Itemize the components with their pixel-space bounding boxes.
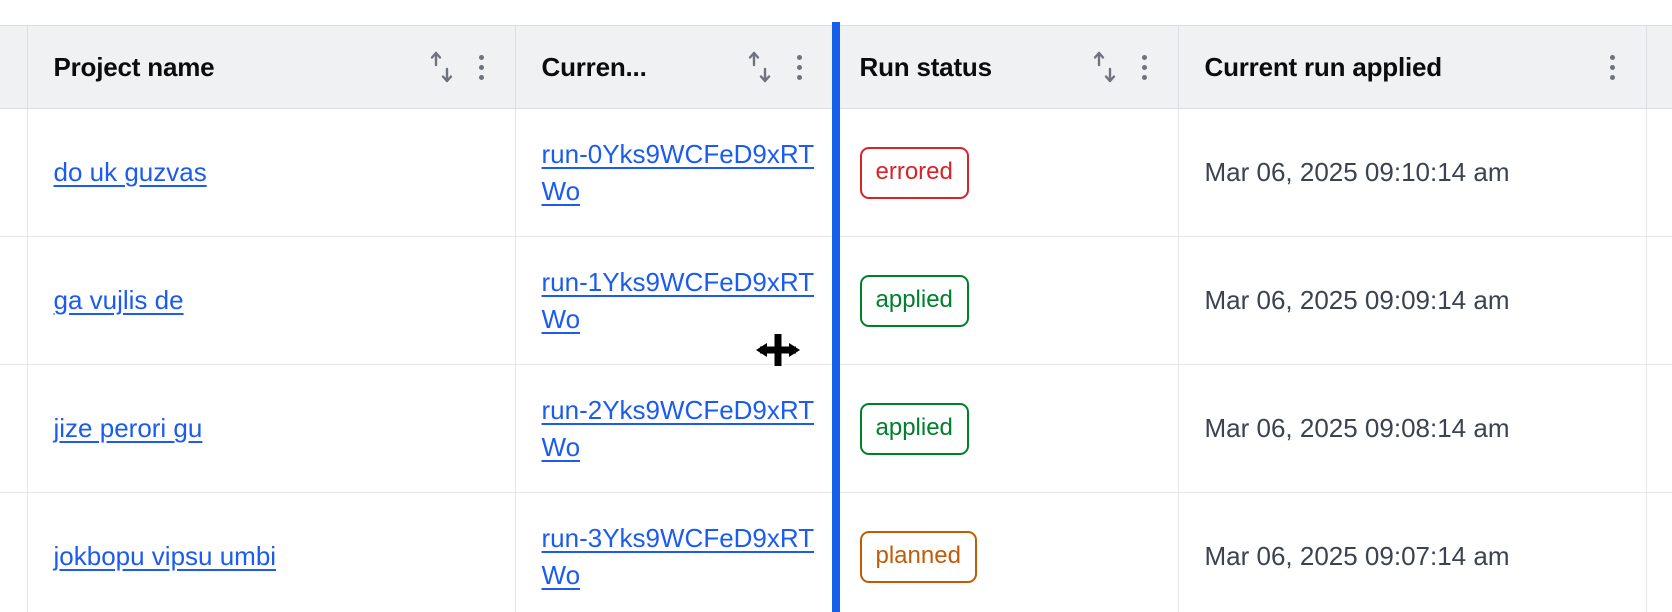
column-header-content: Current run applied xyxy=(1205,49,1646,85)
table-header-row: Project name Curren... Run status Current r… xyxy=(0,25,1672,109)
column-resize-indicator[interactable] xyxy=(832,22,840,612)
cell-project: jize perori gu xyxy=(27,364,516,493)
table-row[interactable]: do uk guzvas run-0Yks9WCFeD9xRTWo errored M… xyxy=(0,108,1672,237)
cell-project: jokbopu vipsu umbi xyxy=(27,492,516,612)
applied-timestamp: Mar 06, 2025 09:08:14 am xyxy=(1204,413,1510,443)
column-header-content: Project name xyxy=(54,49,515,85)
cell-run: run-2Yks9WCFeD9xRTWo xyxy=(515,364,834,493)
sort-icon[interactable] xyxy=(1090,49,1120,85)
row-gutter xyxy=(0,492,28,612)
cell-status: errored xyxy=(833,108,1179,237)
status-badge: applied xyxy=(859,274,969,327)
cell-run: run-0Yks9WCFeD9xRTWo xyxy=(515,108,834,237)
column-header-run: Curren... xyxy=(515,25,834,109)
cell-run: run-1Yks9WCFeD9xRTWo xyxy=(515,236,834,365)
status-badge: applied xyxy=(859,402,969,455)
cell-applied: Mar 06, 2025 09:09:14 am xyxy=(1178,236,1647,365)
column-header-project: Project name xyxy=(27,25,516,109)
run-id-link[interactable]: run-0Yks9WCFeD9xRTWo xyxy=(541,138,815,206)
column-header-content: Curren... xyxy=(542,49,833,85)
table-row[interactable]: jize perori gu run-2Yks9WCFeD9xRTWo applie… xyxy=(0,364,1672,493)
column-header-next: V xyxy=(1646,25,1672,109)
project-name-link[interactable]: do uk guzvas xyxy=(53,157,207,188)
cell-run: run-3Yks9WCFeD9xRTWo xyxy=(515,492,834,612)
projects-table: Project name Curren... Run status Current r… xyxy=(0,25,1672,612)
cell-project: ga vujlis de xyxy=(27,236,516,365)
cell-applied: Mar 06, 2025 09:10:14 am xyxy=(1178,108,1647,237)
project-name-link[interactable]: jize perori gu xyxy=(53,413,203,444)
cell-status: applied xyxy=(833,364,1179,493)
cell-project: do uk guzvas xyxy=(27,108,516,237)
status-badge: errored xyxy=(859,146,969,199)
column-header-label: Run status xyxy=(859,51,992,82)
column-menu-icon[interactable] xyxy=(1598,49,1628,85)
cell-status: planned xyxy=(833,492,1179,612)
status-badge: planned xyxy=(859,530,977,583)
row-gutter xyxy=(0,364,28,493)
cell-status: applied xyxy=(833,236,1179,365)
row-gutter xyxy=(0,236,28,365)
table-header: Project name Curren... Run status Current r… xyxy=(0,25,1672,109)
table-row[interactable]: jokbopu vipsu umbi run-3Yks9WCFeD9xRTWo pl… xyxy=(0,492,1672,612)
cell-next: e xyxy=(1646,364,1672,493)
cell-applied: Mar 06, 2025 09:08:14 am xyxy=(1178,364,1647,493)
column-menu-icon[interactable] xyxy=(1130,49,1160,85)
row-gutter xyxy=(0,108,28,237)
column-header-label: Curren... xyxy=(541,51,647,82)
column-header-content: Run status xyxy=(860,49,1178,85)
run-id-link[interactable]: run-2Yks9WCFeD9xRTWo xyxy=(541,394,815,462)
project-name-link[interactable]: ga vujlis de xyxy=(53,285,184,316)
project-name-link[interactable]: jokbopu vipsu umbi xyxy=(53,541,277,572)
cell-next: e xyxy=(1646,236,1672,365)
column-header-label: Project name xyxy=(53,51,215,82)
sort-icon[interactable] xyxy=(427,49,457,85)
applied-timestamp: Mar 06, 2025 09:07:14 am xyxy=(1204,541,1510,571)
cell-next: e xyxy=(1646,492,1672,612)
table-header-gutter xyxy=(0,25,28,109)
column-menu-icon[interactable] xyxy=(467,49,497,85)
cell-next: e xyxy=(1646,108,1672,237)
sort-icon[interactable] xyxy=(745,49,775,85)
run-id-link[interactable]: run-1Yks9WCFeD9xRTWo xyxy=(541,266,815,334)
applied-timestamp: Mar 06, 2025 09:09:14 am xyxy=(1204,285,1510,315)
column-menu-icon[interactable] xyxy=(785,49,815,85)
run-id-link[interactable]: run-3Yks9WCFeD9xRTWo xyxy=(541,522,815,590)
column-header-applied: Current run applied xyxy=(1178,25,1647,109)
column-header-label: Current run applied xyxy=(1204,51,1442,82)
cell-applied: Mar 06, 2025 09:07:14 am xyxy=(1178,492,1647,612)
applied-timestamp: Mar 06, 2025 09:10:14 am xyxy=(1204,157,1510,187)
column-header-status: Run status xyxy=(833,25,1179,109)
